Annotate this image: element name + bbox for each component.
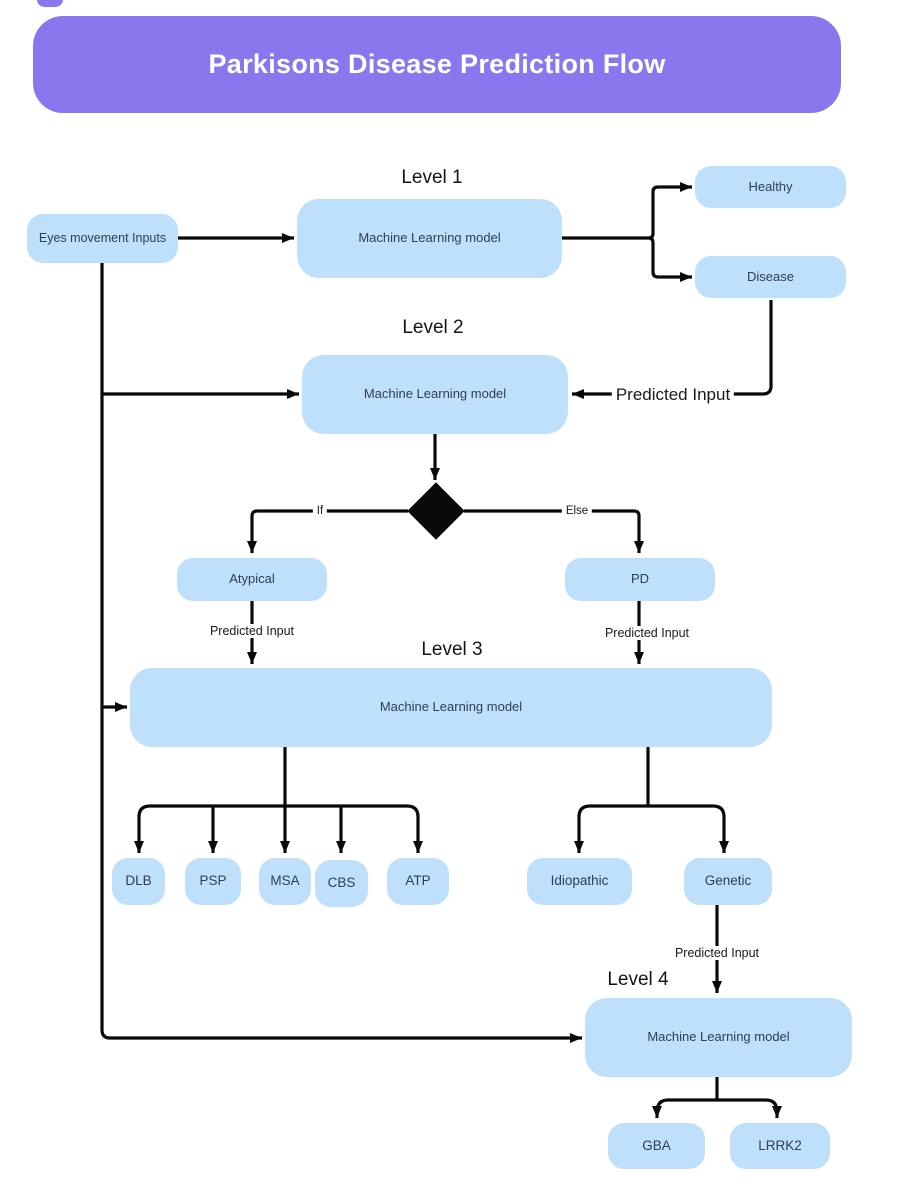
- node-lrrk2: LRRK2: [730, 1123, 830, 1169]
- node-ml-model-level2: Machine Learning model: [302, 355, 568, 434]
- node-pd: PD: [565, 558, 715, 601]
- level-3-caption: Level 3: [421, 639, 483, 660]
- decorative-purple-sliver: [37, 0, 63, 7]
- level-4-caption: Level 4: [607, 969, 669, 990]
- node-genetic: Genetic: [684, 858, 772, 905]
- predicted-input-label-atypical: Predicted Input: [205, 624, 299, 638]
- edge-fanbar-level4: [655, 1098, 779, 1113]
- edge-diamond-to-pd: [464, 509, 644, 553]
- edge-diamond-to-atypical: [247, 509, 408, 553]
- decision-diamond: [407, 482, 465, 540]
- node-eyes-movement-inputs: Eyes movement Inputs: [27, 214, 178, 263]
- node-healthy: Healthy: [695, 166, 846, 208]
- node-cbs: CBS: [315, 860, 368, 907]
- node-disease: Disease: [695, 256, 846, 298]
- level-2-caption: Level 2: [402, 317, 464, 338]
- predicted-input-label-pd: Predicted Input: [600, 626, 694, 640]
- node-dlb: DLB: [112, 858, 165, 905]
- predicted-input-label-genetic: Predicted Input: [670, 946, 764, 960]
- node-atypical: Atypical: [177, 558, 327, 601]
- node-ml-model-level4: Machine Learning model: [585, 998, 852, 1077]
- else-branch-label: Else: [561, 505, 593, 517]
- edge-fanbar-left: [137, 804, 420, 818]
- node-ml-model-level1: Machine Learning model: [297, 199, 562, 278]
- node-idiopathic: Idiopathic: [527, 858, 632, 905]
- node-msa: MSA: [259, 858, 311, 905]
- edge-disease-to-ml2: [572, 300, 773, 399]
- node-ml-model-level3: Machine Learning model: [130, 668, 772, 747]
- edge-split-to-disease: [648, 236, 692, 282]
- if-branch-label: If: [312, 505, 328, 517]
- edge-split-to-healthy: [648, 182, 692, 240]
- node-gba: GBA: [608, 1123, 705, 1169]
- node-atp: ATP: [387, 858, 449, 905]
- node-psp: PSP: [185, 858, 241, 905]
- edge-trunk-eyes-to-ml4: [100, 263, 582, 1043]
- predicted-input-label-level2: Predicted Input: [611, 385, 735, 405]
- level-1-caption: Level 1: [401, 167, 463, 188]
- edge-fanbar-right: [577, 804, 726, 818]
- page-title: Parkisons Disease Prediction Flow: [208, 49, 666, 79]
- title-banner: Parkisons Disease Prediction Flow: [33, 16, 841, 113]
